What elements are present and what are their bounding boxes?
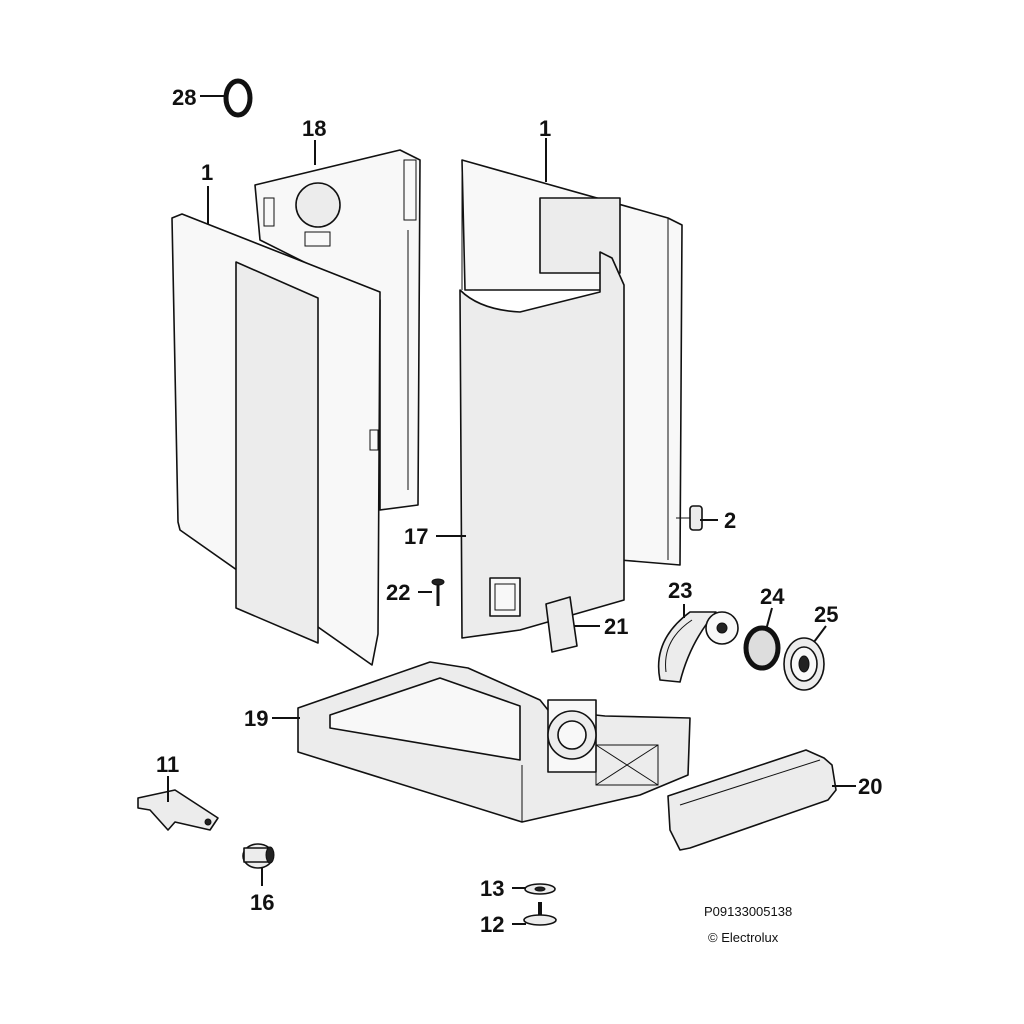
callout-1-right: 1 xyxy=(539,116,551,141)
part-21-cover-plate xyxy=(545,596,578,653)
part-28-grommet xyxy=(223,78,253,118)
callout-16: 16 xyxy=(250,890,274,915)
callout-17: 17 xyxy=(404,524,428,549)
copyright-text: © Electrolux xyxy=(708,930,779,945)
part-16-foot xyxy=(242,843,275,869)
callout-23: 23 xyxy=(668,578,692,603)
callout-11: 11 xyxy=(156,752,179,777)
leader-lines xyxy=(167,95,856,925)
callout-28: 28 xyxy=(172,85,196,110)
callout-20: 20 xyxy=(858,774,882,799)
callout-21: 21 xyxy=(604,614,628,639)
part-23-hose xyxy=(657,611,739,683)
callout-labels: 28 18 1 1 2 17 22 21 23 24 25 19 20 11 1… xyxy=(156,85,882,937)
callout-1-left: 1 xyxy=(201,160,213,185)
callout-12: 12 xyxy=(480,912,504,937)
callout-24: 24 xyxy=(760,584,785,609)
part-1-left-side-panel xyxy=(171,213,381,666)
part-17-front-panel xyxy=(459,251,625,639)
part-18-rear-panel xyxy=(254,149,421,511)
callout-2: 2 xyxy=(724,508,736,533)
callout-18: 18 xyxy=(302,116,326,141)
part-25-flange xyxy=(783,637,825,691)
part-24-ring xyxy=(743,625,781,671)
part-12-screw-foot xyxy=(523,902,557,926)
callout-25: 25 xyxy=(814,602,838,627)
part-22-screw xyxy=(431,578,445,606)
callout-19: 19 xyxy=(244,706,268,731)
part-13-washer xyxy=(524,883,556,895)
drawing-code: P09133005138 xyxy=(704,904,792,919)
callout-22: 22 xyxy=(386,580,410,605)
part-11-bracket xyxy=(137,789,219,831)
part-2-clip xyxy=(676,505,703,531)
part-20-front-cover xyxy=(667,749,837,851)
callout-13: 13 xyxy=(480,876,504,901)
part-1-right-side-panel xyxy=(461,159,683,566)
part-19-base-tray xyxy=(297,661,691,823)
